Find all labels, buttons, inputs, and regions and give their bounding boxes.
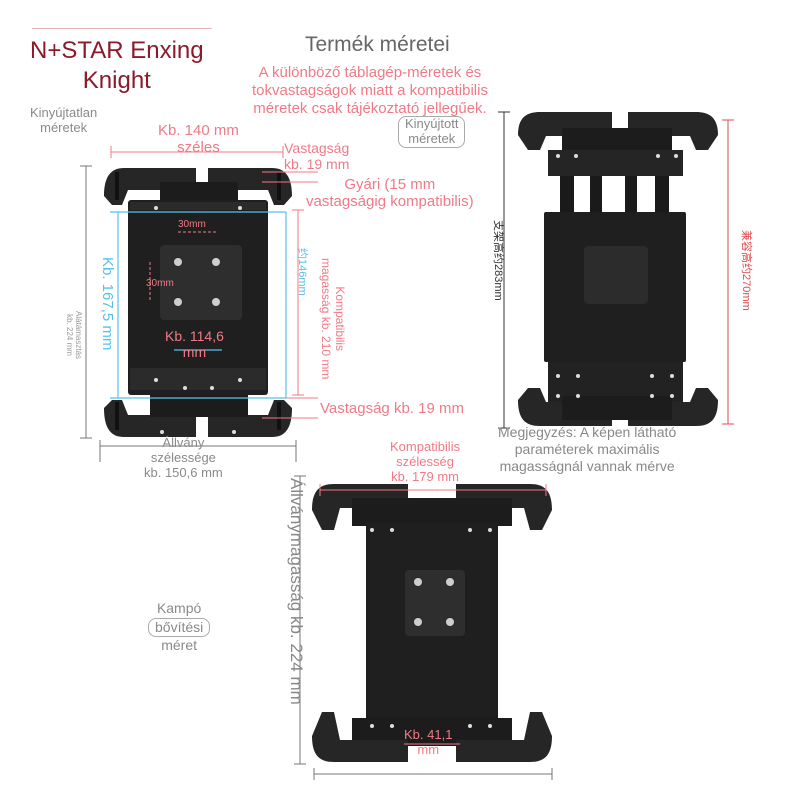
disclaimer-line: tokvastagságok miatt a kompatibilis	[252, 82, 488, 99]
note-line: magasságnál vannak mérve	[499, 457, 675, 474]
page-title: Termék méretei	[305, 33, 450, 56]
extended-caption: Kinyújtott méretek	[398, 116, 466, 148]
factory-label-line: Gyári (15 mm	[344, 176, 436, 193]
compat-width-line: kb. 179 mm	[391, 468, 459, 484]
stand-height-label: Állványmagasság kb. 224 mm	[287, 478, 306, 705]
holder-extended	[518, 112, 718, 426]
caption-line: Kinyújtatlan	[30, 105, 98, 120]
stand-width-line: kb. 150,6 mm	[144, 464, 223, 480]
width-label-line: Kb. 140 mm	[158, 122, 239, 139]
plate-label-line: Kb. 114,6	[165, 328, 224, 344]
disclaimer-line: A különböző táblagép-méretek és	[258, 64, 482, 81]
bottom-width-label: Kb. 41,1 mm	[404, 727, 453, 758]
bottom-label-line: mm	[417, 741, 440, 757]
measurement-note: Megjegyzés: A képen látható paraméterek …	[498, 424, 676, 474]
hook-extension-label: Kampó bővítési méret	[148, 600, 211, 655]
hole-width-label: 30mm	[178, 219, 206, 230]
plate-label-line: mm	[182, 344, 207, 361]
stand-width-line: szélessége	[150, 449, 216, 465]
small-vertical-label: Alátámasztás kb. 224 mm	[64, 311, 83, 360]
small-vertical-line: kb. 224 mm	[65, 314, 75, 356]
compat-height-line: magasság kb. 210 mm	[319, 258, 334, 380]
hook-label-line: méret	[161, 637, 198, 653]
compat-width-line: szélesség	[396, 453, 454, 469]
caption-line: méretek	[408, 130, 456, 146]
brand-underline	[32, 28, 212, 29]
note-line: paraméterek maximális	[514, 440, 660, 457]
note-line: Megjegyzés: A képen látható	[498, 424, 677, 440]
factory-label-line: vastagságig kompatibilis)	[306, 193, 474, 211]
disclaimer-note: A különböző táblagép-méretek és tokvasta…	[252, 64, 488, 118]
compat-width-label: Kompatibilis szélesség kb. 179 mm	[390, 439, 461, 485]
plate-width-label: Kb. 114,6 mm	[165, 328, 224, 360]
hook-label-line: bővítési	[148, 617, 211, 637]
width-label-line: széles	[177, 139, 220, 157]
compat-height-label: Kompatibilis magasság kb. 210 mm	[318, 258, 347, 380]
stand-width-line: Állvány	[162, 435, 205, 450]
inner-height-label: 约146mm	[296, 248, 308, 296]
hole-height-label: 30mm	[146, 278, 174, 289]
brand-logo: N+STAR Enxing Knight	[30, 36, 204, 96]
brand-line-1: N+STAR Enxing	[30, 37, 204, 64]
stand-height-cn-label: 支架高约283mm	[492, 220, 504, 301]
unextended-caption: Kinyújtatlan méretek	[30, 105, 98, 136]
compat-width-line: Kompatibilis	[390, 439, 461, 454]
small-vertical-line: Alátámasztás	[74, 311, 83, 360]
bottom-thickness-label: Vastagság kb. 19 mm	[320, 400, 464, 417]
compat-height-cn-label: 兼容高约270mm	[740, 230, 752, 311]
stand-width-label: Állvány szélessége kb. 150,6 mm	[144, 435, 223, 481]
thickness-label-line: kb. 19 mm	[284, 156, 350, 173]
thickness-label-line: Vastagság	[284, 140, 350, 156]
hook-label-line: Kampó	[156, 600, 202, 616]
disclaimer-line: méretek csak tájékoztató jellegűek.	[253, 100, 487, 117]
height-label: Kb. 167,5 mm	[99, 257, 116, 351]
caption-line: Kinyújtott	[405, 116, 459, 131]
caption-line: méretek	[40, 119, 88, 135]
factory-label: Gyári (15 mm vastagságig kompatibilis)	[306, 176, 474, 211]
holder-hook-extension	[312, 484, 552, 762]
thickness-label: Vastagság kb. 19 mm	[284, 140, 349, 172]
bottom-label-line: Kb. 41,1	[404, 727, 453, 742]
brand-line-2: Knight	[82, 67, 151, 94]
compat-height-line: Kompatibilis	[333, 286, 347, 352]
holder-unextended	[104, 168, 292, 437]
width-label: Kb. 140 mm széles	[158, 122, 239, 157]
